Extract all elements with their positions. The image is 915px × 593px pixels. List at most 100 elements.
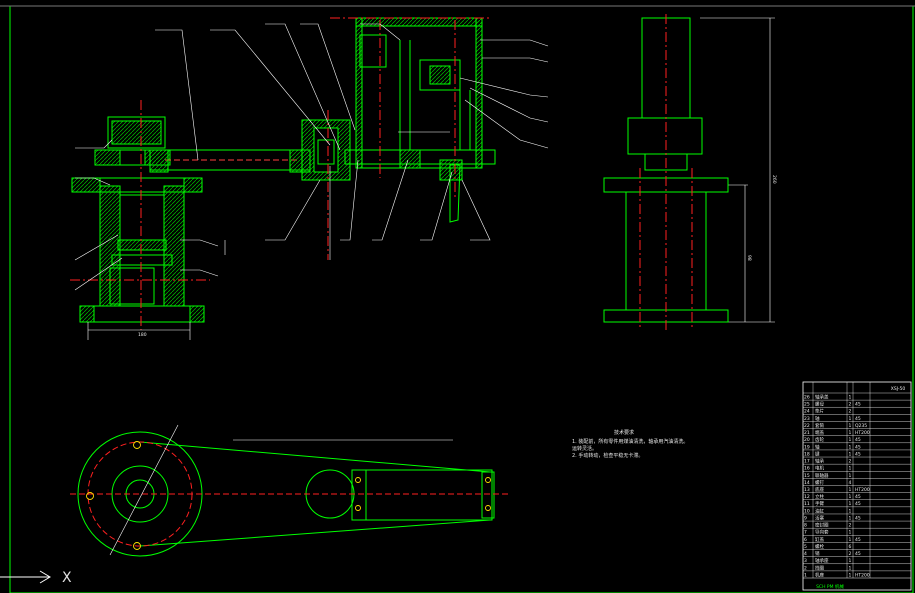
row-name: 活塞 — [815, 514, 824, 521]
row-number: 23 — [804, 416, 810, 422]
row-qty: 1 — [849, 515, 852, 521]
plan-bolts — [86, 441, 491, 550]
row-number: 25 — [804, 402, 810, 408]
row-number: 12 — [804, 494, 810, 500]
dim-base-text: 180 — [138, 332, 147, 338]
row-material: 45 — [855, 537, 861, 543]
row-number: 14 — [804, 480, 810, 486]
row-number: 5 — [804, 544, 807, 550]
row-number: 20 — [804, 437, 810, 443]
row-number: 22 — [804, 423, 810, 429]
row-number: 13 — [804, 487, 810, 493]
row-number: 4 — [804, 551, 807, 557]
row-material: 45 — [855, 416, 861, 422]
row-qty: 1 — [849, 473, 852, 479]
row-name: 螺钉 — [815, 479, 824, 486]
row-qty: 4 — [849, 480, 852, 486]
row-material: 45 — [855, 515, 861, 521]
dim-mid-text: 98 — [746, 255, 752, 261]
row-material: HT200 — [855, 572, 870, 578]
row-qty: 1 — [849, 437, 852, 443]
row-qty: 1 — [849, 558, 852, 564]
row-name: 缸盖 — [815, 536, 824, 543]
row-number: 8 — [804, 523, 807, 529]
row-name: 轴承座 — [815, 557, 829, 564]
row-name: 导向套 — [815, 529, 829, 536]
row-material: 45 — [855, 501, 861, 507]
row-name: 垫片 — [815, 408, 824, 415]
row-qty: 2 — [849, 523, 852, 529]
row-name: 套筒 — [815, 422, 824, 429]
row-qty: 1 — [849, 395, 852, 401]
dimension-lines — [87, 17, 775, 340]
row-number: 16 — [804, 466, 810, 472]
leader-lines — [74, 23, 549, 291]
row-name: 挡圈 — [815, 564, 824, 571]
row-qty: 2 — [849, 402, 852, 408]
row-name: 键 — [815, 450, 820, 457]
centerlines — [70, 17, 490, 330]
row-name: 螺母 — [815, 401, 824, 408]
row-qty: 2 — [849, 551, 852, 557]
dim-height-text: 260 — [771, 175, 777, 184]
side-view-centerlines — [639, 14, 693, 330]
row-number: 18 — [804, 451, 810, 457]
row-qty: 1 — [849, 530, 852, 536]
row-name: 齿轮 — [815, 436, 824, 443]
row-qty: 1 — [849, 466, 852, 472]
row-name: 螺栓 — [815, 543, 824, 550]
technical-notes: 技术要求 1. 装配前，所有零件用煤油清洗，轴承用汽油清洗。 运转灵活。 2. … — [572, 429, 688, 459]
row-number: 2 — [804, 565, 807, 571]
row-qty: 1 — [849, 537, 852, 543]
note-line-1: 1. 装配前，所有零件用煤油清洗，轴承用汽油清洗。 — [572, 438, 688, 445]
row-material: 45 — [855, 551, 861, 557]
row-material: 45 — [855, 494, 861, 500]
row-name: 底座 — [815, 486, 824, 493]
row-qty: 1 — [849, 508, 852, 514]
row-material: HT200 — [855, 487, 870, 493]
row-name: 轴 — [815, 443, 820, 450]
row-qty: 1 — [849, 565, 852, 571]
row-qty: 1 — [849, 487, 852, 493]
row-number: 17 — [804, 459, 810, 465]
row-qty: 2 — [849, 459, 852, 465]
row-name: 销 — [815, 550, 820, 557]
row-material: 45 — [855, 444, 861, 450]
row-name: 手臂 — [815, 500, 824, 507]
row-name: 联轴器 — [815, 472, 829, 479]
row-number: 1 — [804, 572, 807, 578]
row-qty: 6 — [849, 544, 852, 550]
row-name: 油缸 — [815, 507, 824, 514]
row-number: 19 — [804, 444, 810, 450]
front-section-view — [71, 17, 496, 323]
ucs-x-label: X — [62, 570, 72, 586]
row-name: 立柱 — [815, 493, 824, 500]
plan-dimension — [109, 424, 453, 556]
row-material: 45 — [855, 437, 861, 443]
row-name: 电机 — [815, 465, 824, 472]
row-number: 3 — [804, 558, 807, 564]
row-number: 10 — [804, 508, 810, 514]
row-name: 轴承盖 — [815, 394, 829, 401]
row-number: 6 — [804, 537, 807, 543]
row-material: 45 — [855, 402, 861, 408]
row-qty: 2 — [849, 409, 852, 415]
drawing-number: XSJ-50 — [891, 386, 906, 392]
note-line-3: 2. 手动转动，检查平稳无卡滞。 — [572, 452, 643, 459]
row-material: Q235 — [855, 423, 867, 429]
row-qty: 1 — [849, 572, 852, 578]
row-name: 密封圈 — [815, 522, 829, 529]
row-name: 机座 — [815, 571, 824, 578]
sheet-border — [9, 5, 914, 593]
row-qty: 1 — [849, 444, 852, 450]
row-number: 11 — [804, 501, 810, 507]
row-number: 7 — [804, 530, 807, 536]
row-qty: 1 — [849, 451, 852, 457]
row-number: 15 — [804, 473, 810, 479]
note-line-2: 运转灵活。 — [572, 445, 597, 452]
notes-title: 技术要求 — [614, 429, 634, 436]
row-name: 轴承 — [815, 458, 824, 465]
ucs-icon: X — [0, 570, 72, 586]
